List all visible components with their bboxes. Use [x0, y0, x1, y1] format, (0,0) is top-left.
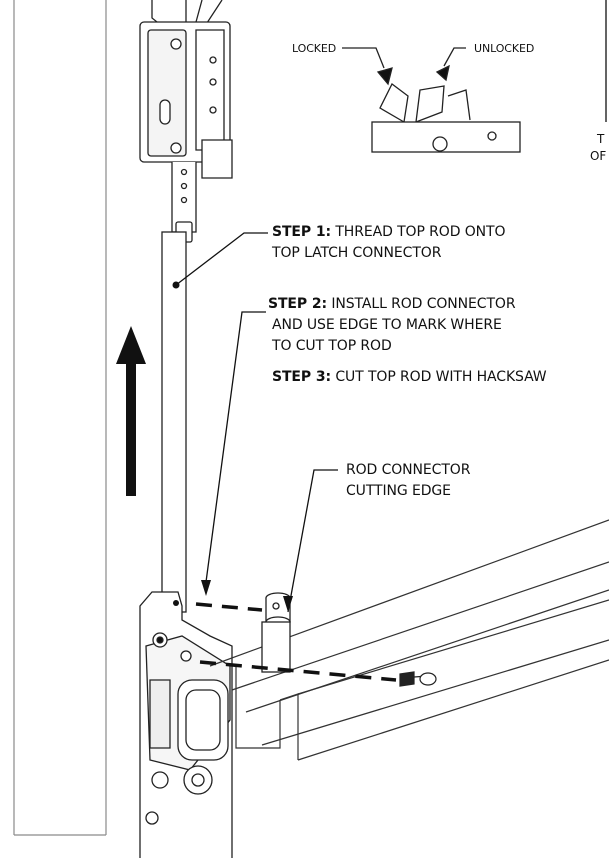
rod-end-marker — [173, 600, 179, 606]
rod-connector — [261, 592, 291, 673]
step2-leader-arrow — [201, 580, 211, 596]
leader-lines — [175, 232, 338, 613]
screw — [399, 671, 437, 687]
top-latch-assembly — [139, 0, 233, 243]
step1-text: THREAD TOP ROD ONTO — [335, 224, 506, 240]
alignment-dashes — [195, 602, 397, 682]
step1-line2: TOP LATCH CONNECTOR — [272, 245, 442, 261]
step2-label: STEP 2: — [268, 296, 327, 312]
up-arrow — [116, 326, 146, 496]
step1-label: STEP 1: — [272, 224, 331, 240]
locked-label: LOCKED — [292, 42, 337, 55]
edge-leader-arrow — [283, 596, 293, 612]
bottom-latch-assembly — [139, 591, 233, 858]
step2-line1: STEP 2: INSTALL ROD CONNECTOR — [268, 294, 516, 315]
rod-connector-label-line2: CUTTING EDGE — [346, 483, 451, 499]
lock-detail-inset — [342, 47, 521, 153]
step2-line2: AND USE EDGE TO MARK WHERE — [272, 317, 502, 333]
step2-line3: TO CUT TOP ROD — [272, 338, 392, 354]
top-rod — [161, 231, 187, 613]
door-frame — [13, 0, 107, 836]
step2-text: INSTALL ROD CONNECTOR — [331, 296, 516, 312]
step1-leader-dot — [172, 281, 180, 289]
edge-fragment-line2: OF — [590, 149, 607, 163]
step3-line: STEP 3: CUT TOP ROD WITH HACKSAW — [272, 367, 547, 388]
rod-connector-label-line1: ROD CONNECTOR — [346, 462, 471, 478]
unlocked-label: UNLOCKED — [474, 42, 535, 55]
step1-line1: STEP 1: THREAD TOP ROD ONTO — [272, 222, 506, 243]
step3-label: STEP 3: — [272, 369, 331, 385]
edge-fragment-line1: T — [597, 132, 605, 146]
step3-text: CUT TOP ROD WITH HACKSAW — [335, 369, 547, 385]
